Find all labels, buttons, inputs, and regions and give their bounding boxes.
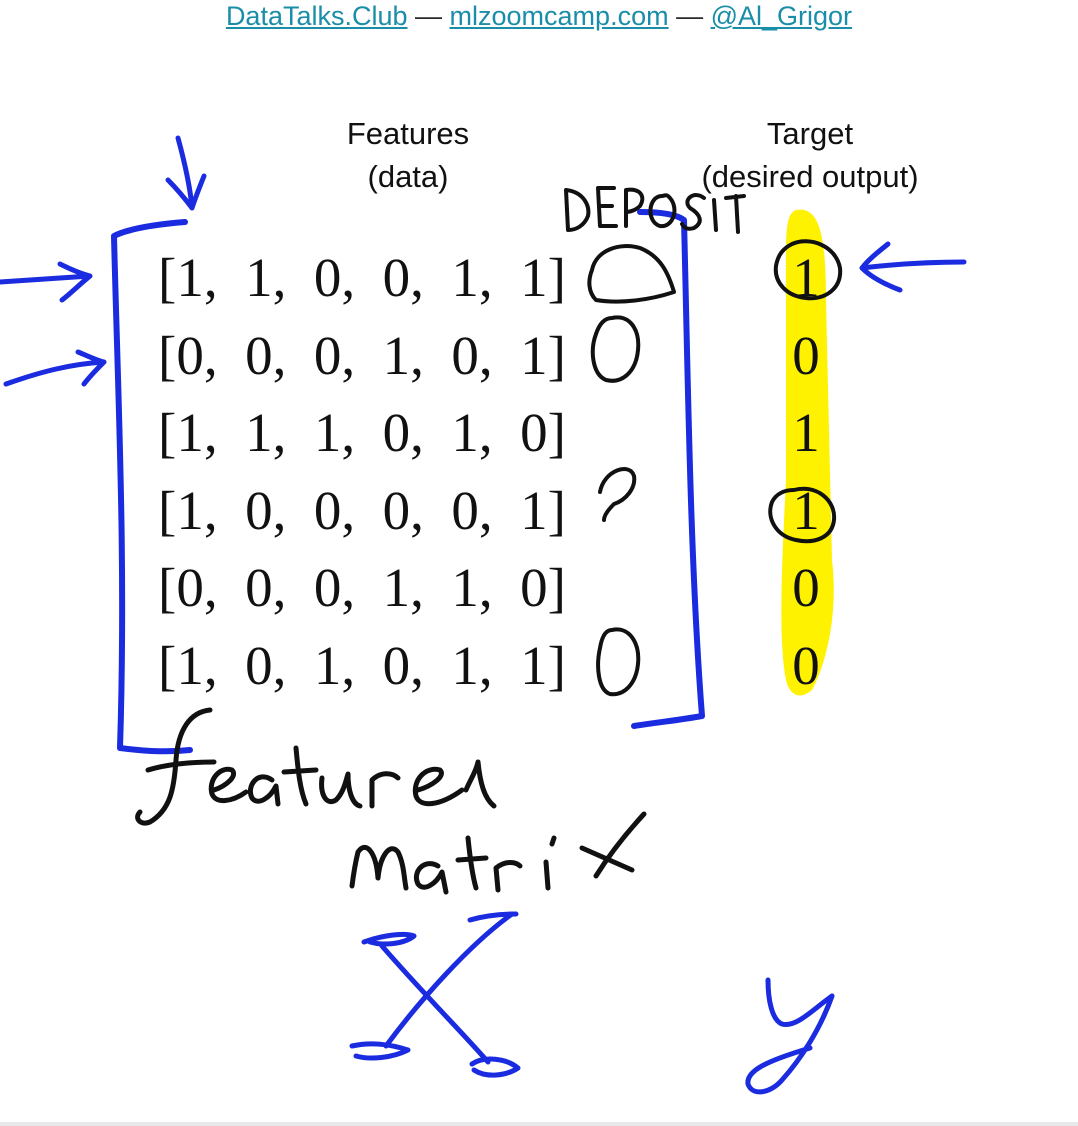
matrix-row: [0, 0, 0, 1, 1, 0]	[158, 557, 566, 618]
target-heading-line1: Target	[766, 116, 854, 151]
mlzoomcamp-link[interactable]: mlzoomcamp.com	[449, 1, 669, 31]
matrix-row: [1, 0, 1, 0, 1, 1]	[158, 635, 566, 696]
features-heading: Features (data)	[320, 112, 496, 198]
features-heading-line1: Features	[346, 116, 470, 151]
target-value: 1	[792, 247, 820, 308]
y-symbol	[745, 977, 835, 1095]
target-value: 1	[792, 480, 820, 541]
target-value: 0	[792, 557, 820, 618]
bottom-divider	[0, 1122, 1078, 1126]
matrix-row: [1, 0, 0, 0, 0, 1]	[158, 480, 566, 541]
circle-mark	[587, 244, 676, 304]
author-link[interactable]: @Al_Grigor	[710, 1, 853, 31]
header-separator: —	[407, 1, 450, 31]
target-heading-line2: (desired output)	[701, 159, 919, 194]
down-arrow-icon	[165, 135, 207, 211]
target-heading: Target (desired output)	[680, 112, 940, 198]
circle-mark	[590, 315, 641, 383]
feature-matrix-note	[135, 707, 647, 895]
header-separator: —	[668, 1, 711, 31]
right-arrow-icon	[0, 261, 93, 303]
circle-mark	[598, 467, 637, 522]
feature-bracket-right	[631, 209, 705, 729]
target-value: 0	[792, 325, 820, 386]
datatalks-link[interactable]: DataTalks.Club	[225, 1, 408, 31]
target-value: 1	[792, 402, 820, 463]
left-arrow-icon	[859, 241, 967, 293]
right-arrow-icon	[3, 349, 107, 387]
features-heading-line2: (data)	[367, 159, 449, 194]
target-value: 0	[792, 635, 820, 696]
matrix-row: [1, 1, 1, 0, 1, 0]	[158, 402, 566, 463]
matrix-row: [0, 0, 0, 1, 0, 1]	[158, 325, 566, 386]
matrix-row: [1, 1, 0, 0, 1, 1]	[158, 247, 566, 308]
x-symbol	[349, 911, 521, 1078]
circle-mark	[596, 627, 641, 697]
header-links: DataTalks.Club — mlzoomcamp.com — @Al_Gr…	[0, 0, 1078, 36]
